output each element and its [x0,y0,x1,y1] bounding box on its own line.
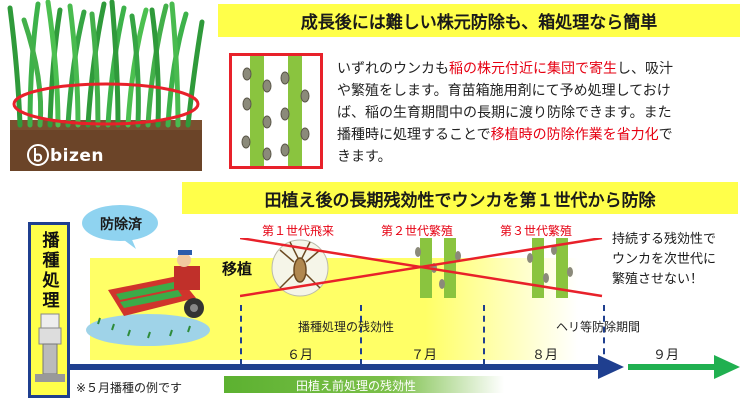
month-label: ９月 [653,348,680,363]
logo-text: bizen [50,146,105,166]
desc-line4-highlight: 移植時の防除作業を省力化 [490,127,659,143]
generation-1-label: 第１世代飛来 [262,224,335,238]
example-note: ※５月播種の例です [76,381,183,395]
planthopper-generations-illustration [240,238,603,298]
headline-mid-bar: 田植え後の長期残効性でウンカを第１世代から防除 [182,182,738,214]
bizen-logo-mark [27,144,49,166]
timeline-arrow-green-head [714,355,740,379]
month-label: ６月 [287,348,314,363]
month-divider [603,305,605,365]
month-label: ７月 [411,348,438,363]
timeline-arrows [70,355,740,379]
persist-note-line1: 持続する残効性で [612,232,717,247]
desc-line4-a: 播種時に処理することで [337,127,491,143]
desc-line1-highlight: 稲の株元付近に集団で寄生 [449,61,617,77]
speech-bubble [82,205,158,249]
helicopter-control-label: ヘリ等防除期間 [556,320,641,334]
headline-mid: 田植え後の長期残効性でウンカを第１世代から防除 [264,190,656,211]
seeder-machine-illustration [35,313,65,382]
headline-top-bar: 成長後には難しい株元防除も、箱処理なら簡単 [218,4,740,37]
transplant-label: 移植 [222,260,253,278]
desc-line5: きます。 [337,149,392,165]
pre-treatment-bar [224,376,504,393]
stem-photo [229,53,323,169]
pre-treatment-label: 田植え前処理の残効性 [296,379,417,393]
persist-note-line2: ウンカを次世代に [612,252,717,267]
month-divider [360,305,362,365]
timeline-arrow-blue-head [598,355,624,379]
generation-3-label: 第３世代繁殖 [500,224,573,238]
rice-plants-illustration [7,0,205,171]
month-divider [240,305,242,365]
rice-transplanter-illustration [86,250,210,346]
desc-line2: や繁殖をします。育苗箱施用剤にて予め処理しておけ [337,83,671,99]
bubble-label: 防除済 [100,217,142,233]
month-divider [483,305,485,365]
persist-note-line3: 繁殖させない！ [612,272,704,287]
residual-effect-label: 播種処理の残効性 [298,320,395,334]
desc-line1-a: いずれのウンカも [337,61,449,77]
desc-line1-c: し、吸汁 [617,61,673,77]
persistence-note: 持続する残効性で ウンカを次世代に 繁殖させない！ [612,230,746,290]
month-label: ８月 [532,348,559,363]
seeding-treatment-label: 播種処理 [38,231,59,311]
desc-line3: ば、稲の生育期間中の長期に渡り防除できます。また [337,105,672,121]
description-text: いずれのウンカも稲の株元付近に集団で寄生し、吸汁 や繁殖をします。育苗箱施用剤に… [337,58,742,168]
generation-2-label: 第２世代繁殖 [381,224,454,238]
headline-top: 成長後には難しい株元防除も、箱処理なら簡単 [300,13,658,33]
desc-line4-c: で [658,127,673,143]
